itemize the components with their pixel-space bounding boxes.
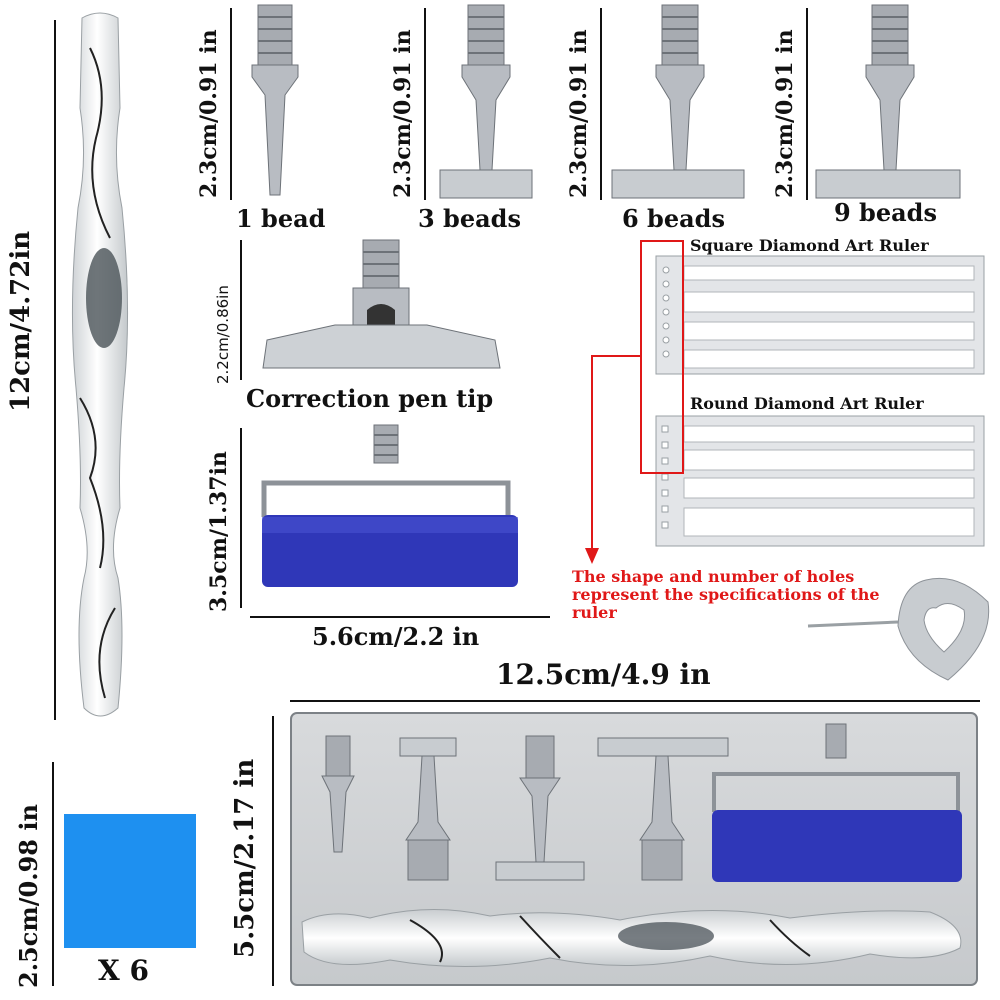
round-ruler-image <box>655 415 985 547</box>
ruler-holes-highlight <box>640 240 684 474</box>
tip-2-dimension-line <box>424 8 426 200</box>
wax-size-dimension-line <box>52 762 54 986</box>
tip-1-dimension-line <box>230 8 232 200</box>
case-width-dimension-line <box>290 700 980 702</box>
correction-tip-height-label: 2.2cm/0.86in <box>214 285 232 384</box>
correction-tip-dimension-line <box>240 240 242 380</box>
roller-height-label: 3.5cm/1.37in <box>206 451 232 612</box>
tip-2-height-label: 2.3cm/0.91 in <box>390 29 416 198</box>
ruler-note: The shape and number of holes represent … <box>572 567 880 622</box>
tip-4-height-label: 2.3cm/0.91 in <box>772 29 798 198</box>
tip-3-height-label: 2.3cm/0.91 in <box>566 29 592 198</box>
case-height-label: 5.5cm/2.17 in <box>230 758 260 958</box>
tip-4-dimension-line <box>806 8 808 200</box>
tip-2-name: 3 beads <box>418 204 521 233</box>
tip-9-beads-image <box>815 4 961 199</box>
tip-1-bead-image <box>251 4 299 196</box>
round-ruler-title: Round Diamond Art Ruler <box>690 394 924 413</box>
square-ruler-image <box>655 255 985 375</box>
correction-tip-name: Correction pen tip <box>246 384 494 413</box>
highlight-arrow <box>585 355 640 564</box>
tip-1-name: 1 bead <box>236 204 326 233</box>
case-height-dimension-line <box>272 716 274 986</box>
pen-length-label: 12cm/4.72in <box>6 230 36 412</box>
tip-3-name: 6 beads <box>622 204 725 233</box>
pen-handle-image <box>71 12 129 717</box>
tip-6-beads-image <box>611 4 745 199</box>
tip-3-beads-image <box>439 4 533 199</box>
tip-4-name: 9 beads <box>834 198 937 227</box>
tip-1-height-label: 2.3cm/0.91 in <box>196 29 222 198</box>
wax-quantity: X 6 <box>98 954 149 987</box>
case-width-label: 12.5cm/4.9 in <box>496 658 711 691</box>
tip-3-dimension-line <box>600 8 602 200</box>
wax-square <box>64 814 196 948</box>
roller-height-dimension-line <box>240 428 242 608</box>
roller-width-label: 5.6cm/2.2 in <box>312 622 480 651</box>
roller-width-dimension-line <box>250 616 550 618</box>
pen-length-dimension-line <box>54 20 56 720</box>
heart-tool-image <box>807 577 990 681</box>
wax-size-label: 2.5cm/0.98 in <box>14 804 43 988</box>
square-ruler-title: Square Diamond Art Ruler <box>690 236 929 255</box>
storage-case-image[interactable] <box>290 712 980 988</box>
roller-image <box>261 424 518 587</box>
correction-pen-tip-image <box>262 239 501 369</box>
